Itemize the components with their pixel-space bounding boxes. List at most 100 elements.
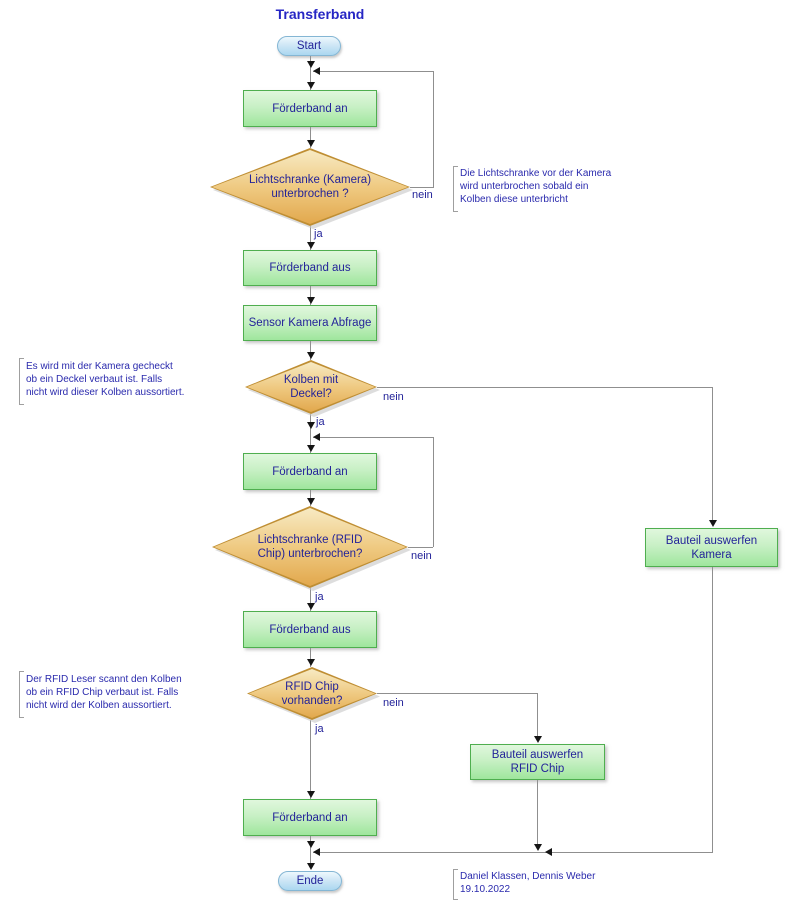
arrowhead-down-icon [307,791,315,798]
process-label: Bauteil auswerfen [665,534,758,547]
connector-line [313,71,433,72]
arrowhead-down-icon [307,140,315,147]
start-node: Start [277,36,341,56]
credits-date: 19.10.2022 [460,884,511,895]
connector-line [313,852,713,853]
annotation-bracket [453,869,458,900]
connector-line [712,567,713,853]
connector-line [377,387,713,388]
connector-line [310,286,311,305]
arrowhead-down-icon [534,844,542,851]
decision-label-line: Kolben mit [283,374,339,386]
arrowhead-down-icon [307,352,315,359]
connector-line [310,588,311,611]
end-label: Ende [296,875,324,887]
edge-label-nein: nein [383,697,404,709]
arrowhead-down-icon [534,736,542,743]
connector-line [410,187,433,188]
process-foerderband-aus-2: Förderband aus [243,611,377,648]
credits-authors: Daniel Klassen, Dennis Weber [460,871,596,882]
decision-label-line: unterbrochen ? [271,188,349,200]
start-label: Start [296,40,322,52]
arrowhead-down-icon [307,61,315,68]
edge-label-nein: nein [411,550,432,562]
annotation-line: Die Lichtschranke vor der Kamera [460,168,612,179]
arrowhead-down-icon [307,659,315,666]
arrowhead-left-icon [313,67,320,75]
edge-label-ja: ja [315,591,324,603]
decision-lichtschranke-kamera: Lichtschranke (Kamera) unterbrochen ? [210,148,413,229]
decision-label-line: RFID Chip [285,680,339,693]
arrowhead-down-icon [307,422,315,429]
connector-line [377,693,537,694]
arrowhead-down-icon [307,445,315,452]
arrowhead-left-icon [313,848,320,856]
edge-label-ja: ja [316,416,325,428]
connector-line [537,693,538,737]
decision-label-line: vorhanden? [281,694,343,707]
arrowhead-down-icon [307,498,315,505]
decision-label-line: Lichtschranke (Kamera) [248,174,372,186]
connector-line [433,71,434,188]
connector-line [310,226,311,250]
process-label: Förderband an [272,465,348,478]
decision-kolben-mit-deckel: Kolben mit Deckel? [245,360,380,417]
process-label: RFID Chip [510,763,565,775]
connector-line [310,836,311,864]
edge-label-nein: nein [383,391,404,403]
decision-label-line: Lichtschranke (RFID [257,534,363,546]
connector-line [310,56,311,90]
connector-line [310,720,311,799]
edge-label-nein: nein [412,189,433,201]
arrowhead-down-icon [307,863,315,870]
connector-line [313,437,433,438]
decision-label: Kolben mit Deckel? [245,360,377,414]
process-sensor-kamera-abfrage: Sensor Kamera Abfrage [243,305,377,341]
connector-line [433,437,434,547]
annotation-line: nicht wird dieser Kolben aussortiert. [26,387,185,398]
arrowhead-down-icon [307,841,315,848]
edge-label-ja: ja [314,228,323,240]
process-label: Förderband an [272,811,348,824]
process-label: Bauteil auswerfen [491,749,584,761]
process-label: Förderband an [272,102,348,115]
decision-label: Lichtschranke (Kamera) unterbrochen ? [210,148,410,226]
annotation-bracket [19,671,24,718]
annotation-line: wird unterbrochen sobald ein [460,181,589,192]
arrowhead-left-icon [313,433,320,441]
decision-label: RFID Chip vorhanden? [247,667,377,720]
annotation-deckel-note: Es wird mit der Kamera gecheckt ob ein D… [26,360,184,399]
process-label: Förderband aus [269,623,351,636]
annotation-line: Kolben diese unterbricht [460,194,568,205]
arrowhead-down-icon [307,603,315,610]
annotation-line: ob ein RFID Chip verbaut ist. Falls [26,687,179,698]
annotation-line: ob ein Deckel verbaut ist. Falls [26,374,163,385]
process-foerderband-an-2: Förderband an [243,453,377,490]
annotation-rfid-note: Der RFID Leser scannt den Kolben ob ein … [26,673,182,712]
process-label: Förderband aus [269,262,351,274]
page-title: Transferband [275,6,365,22]
edge-label-ja: ja [315,723,324,735]
decision-rfid-chip-vorhanden: RFID Chip vorhanden? [247,667,380,723]
end-node: Ende [278,871,342,891]
decision-label-line: Deckel? [290,388,332,400]
decision-lichtschranke-rfid: Lichtschranke (RFID Chip) unterbrochen? [212,506,411,591]
annotation-line: Der RFID Leser scannt den Kolben [26,674,182,685]
connector-line [310,414,311,453]
annotation-kamera-note: Die Lichtschranke vor der Kamera wird un… [460,167,611,206]
arrowhead-left-icon [545,848,552,856]
annotation-line: nicht wird der Kolben aussortiert. [26,700,172,711]
annotation-line: Es wird mit der Kamera gecheckt [26,361,173,372]
annotation-bracket [19,358,24,405]
process-foerderband-an-1: Förderband an [243,90,377,127]
connector-line [712,387,713,521]
annotation-bracket [453,166,458,212]
connector-line [310,127,311,148]
arrowhead-down-icon [307,242,315,249]
connector-line [310,648,311,667]
process-foerderband-aus-1: Förderband aus [243,250,377,286]
process-label: Sensor Kamera Abfrage [248,317,372,329]
connector-line [537,780,538,845]
connector-line [408,547,433,548]
